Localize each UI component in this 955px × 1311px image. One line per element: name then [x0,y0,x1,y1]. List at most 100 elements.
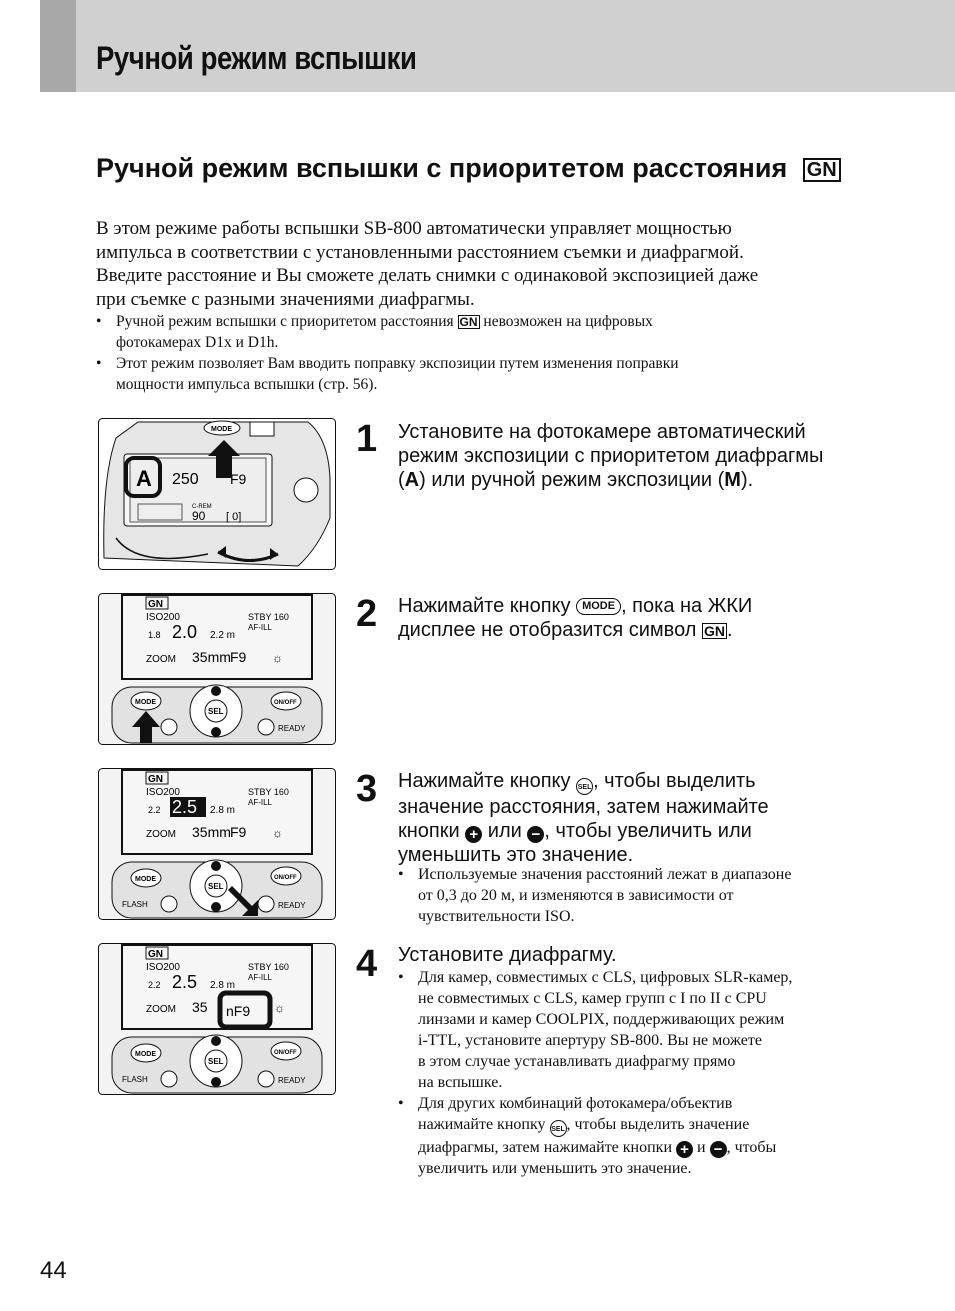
note-text: невозможен на цифровых [483,313,653,330]
note-text: i-TTL, установите апертуру SB-800. Вы не… [418,1032,762,1049]
on-off-button[interactable] [270,1041,302,1061]
intro-line: при съемке с разными значениями диафрагм… [96,288,475,310]
note-text: увеличить или уменьшить это значение. [418,1160,692,1177]
ready-light [257,895,275,913]
ready-label: READY [278,901,306,910]
svg-text:☼: ☼ [272,651,283,665]
intro-line: Введите расстояние и Вы сможете делать с… [96,265,759,286]
lcd-distance-max: 2.8 m [210,980,235,991]
lcd-gn-icon: GN [148,599,163,610]
sel-button[interactable] [204,874,228,898]
minus-icon [211,902,221,912]
camera-mode-button[interactable] [203,420,241,436]
page-header: Ручной режим вспышки [40,0,955,92]
plus-button-icon: + [676,1141,694,1158]
distance-highlight [170,797,206,817]
lcd-distance-max: 2.2 m [210,630,235,641]
flash-label: FLASH [122,1075,148,1084]
lcd-standby: STBY 160 [248,787,289,797]
sel-button[interactable] [204,1049,228,1073]
lcd-zoom-label: ZOOM [146,654,176,665]
lcd-aperture: nF9 [226,1003,250,1019]
step-3-notes: Используемые значения расстояний лежат в… [398,864,908,927]
step-text-line: Установите на фотокамере автоматический [398,421,806,443]
note-text: Используемые значения расстояний лежат в… [418,866,792,883]
note-text: Этот режим позволяет Вам вводить поправк… [116,355,679,372]
lcd-distance-min: 1.8 [148,630,161,640]
minus-icon [211,727,221,737]
frames-readout: 90 [192,509,206,523]
step-text-line: Установите диафрагму. [398,944,617,966]
step-number: 1 [356,418,378,460]
note-distance-range: Используемые значения расстояний лежат в… [398,864,908,927]
flash-test-button[interactable] [160,1070,178,1088]
flash-mode-label: MODE [135,1051,156,1058]
step-number: 3 [356,768,378,810]
on-off-label: ON/OFF [274,700,297,706]
flash-panel-illustration-3: GN ISO200 STBY 160 AF-ILL 2.2 2.5 2.8 m … [98,943,336,1100]
crem-label: C-REM [192,504,212,510]
sel-label: SEL [208,1057,224,1066]
on-off-button[interactable] [270,691,302,711]
note-d1-unavailable: Ручной режим вспышки с приоритетом расст… [96,311,876,353]
note-text: Ручной режим вспышки с приоритетом расст… [116,313,454,330]
step-text-line: Нажимайте кнопку [398,595,571,617]
mode-highlight [124,456,162,498]
on-off-label: ON/OFF [274,875,297,881]
lcd-af-ill: AF-ILL [248,973,273,982]
gn-icon: GN [802,157,841,182]
press-arrow-icon [228,886,258,916]
minus-button-icon: − [709,1141,727,1158]
note-text: Для камер, совместимых с CLS, цифровых S… [418,969,793,986]
step-text-line: дисплее не отобразится символ [398,619,697,641]
lcd-focal: 35mm [192,824,231,840]
flash-mode-button[interactable] [130,868,162,888]
note-text: в этом случае устанавливать диафрагму пр… [418,1053,736,1070]
lcd-gn-icon: GN [148,774,163,785]
bracket-readout: [ 0] [226,511,241,523]
lcd-distance-min: 2.2 [148,805,161,815]
step-number: 4 [356,943,378,985]
camera-latch [293,477,319,503]
svg-text:☼: ☼ [274,1001,285,1015]
step-text-line: или [487,820,522,842]
note-text: фотокамерах D1x и D1h. [116,334,279,351]
sel-button[interactable] [204,699,228,723]
step-text-line: . [727,619,733,641]
shutter-readout: 250 [172,471,199,488]
flash-mode-button[interactable] [130,1043,162,1063]
note-text: на вспышке. [418,1074,503,1091]
step-text-line: , чтобы увеличить или [544,820,752,842]
flash-test-button[interactable] [160,895,178,913]
flash-mode-label: MODE [135,876,156,883]
lcd-focal: 35 [192,999,208,1015]
step-text-line: , пока на ЖКИ [621,595,753,617]
ready-label: READY [278,724,306,733]
lcd-iso: ISO200 [146,787,180,798]
step-4-text: Установите диафрагму. [398,943,903,967]
header-title: Ручной режим вспышки [96,40,417,76]
step-text-line: ). [740,469,754,491]
note-text: , чтобы [726,1139,777,1156]
section-title-text: Ручной режим вспышки с приоритетом расст… [96,153,788,183]
exposure-comp-button[interactable] [249,421,275,437]
flash-test-button[interactable] [160,718,178,736]
mode-m-label: M [724,469,741,491]
mode-button-icon: MODE [576,598,622,616]
sel-label: SEL [208,707,224,716]
minus-button-icon: − [527,826,545,843]
on-off-button[interactable] [270,866,302,886]
flash-label: FLASH [122,900,148,909]
svg-text:☼: ☼ [272,826,283,840]
flash-mode-button[interactable] [130,691,162,711]
lcd-standby: STBY 160 [248,962,289,972]
step-text-line: , чтобы выделить [593,770,756,792]
step-1-text: Установите на фотокамере автоматический … [398,420,903,492]
step-text-line: ) или ручной режим экспозиции ( [419,469,725,491]
note-text: и [697,1139,706,1156]
lcd-zoom-label: ZOOM [146,1004,176,1015]
sel-button-icon: SEL [576,778,594,795]
plus-icon [211,686,221,696]
notes-list: Ручной режим вспышки с приоритетом расст… [96,311,876,395]
lcd-gn-icon: GN [148,949,163,960]
